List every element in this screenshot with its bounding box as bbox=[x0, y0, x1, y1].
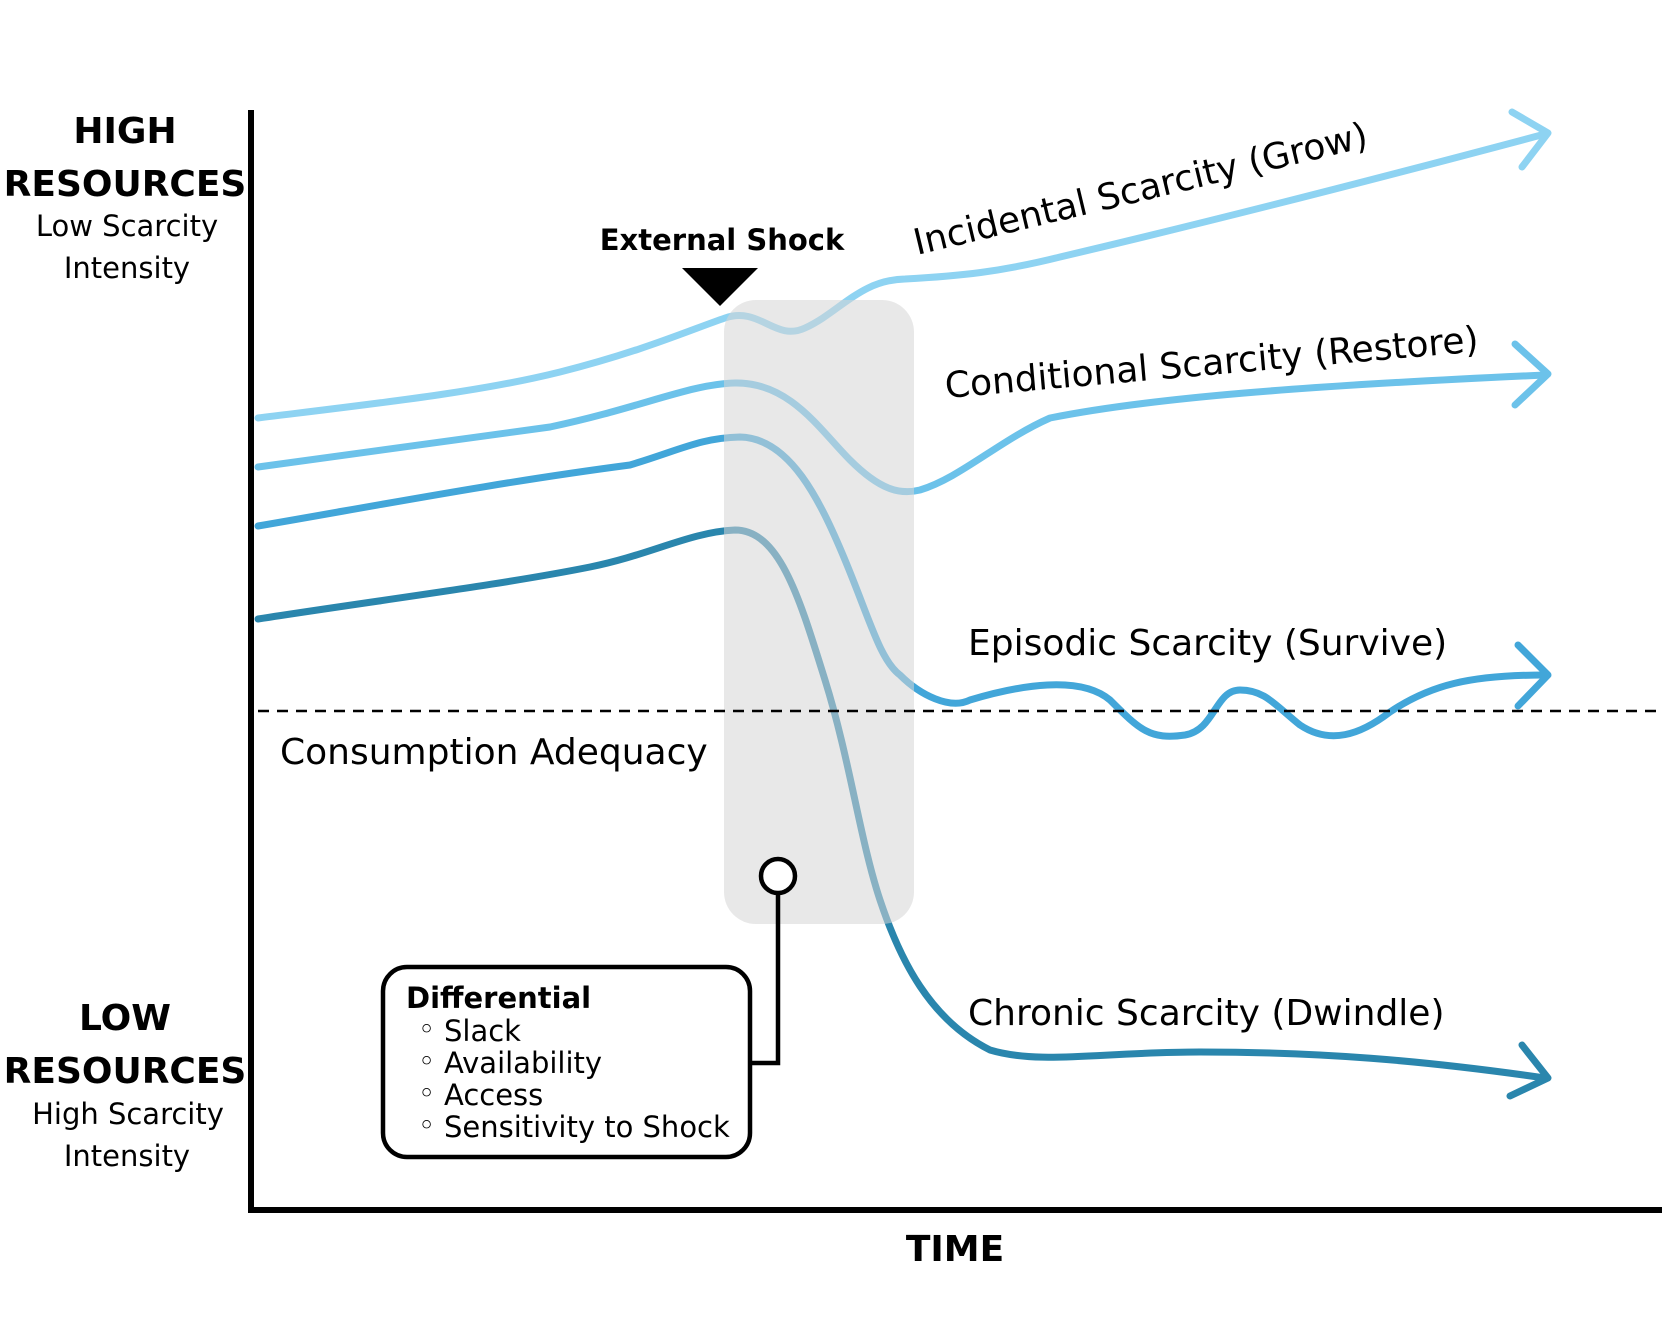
y-top-title-line1: HIGH bbox=[73, 111, 176, 152]
callout-pin-icon bbox=[758, 856, 798, 896]
arrowhead-incidental bbox=[1508, 108, 1552, 171]
differential-list: ◦ Slack ◦ Availability ◦ Access ◦ Sensit… bbox=[418, 1012, 730, 1144]
differential-bullet-icon: ◦ bbox=[418, 1012, 435, 1046]
differential-item: Access bbox=[444, 1078, 543, 1112]
label-chronic: Chronic Scarcity (Dwindle) bbox=[968, 993, 1445, 1034]
y-top-sub-line1: Low Scarcity bbox=[36, 209, 218, 243]
label-incidental: Incidental Scarcity (Grow) bbox=[910, 115, 1372, 264]
differential-box bbox=[380, 964, 753, 1160]
y-bottom-sub-line1: High Scarcity bbox=[32, 1097, 224, 1131]
differential-item: Slack bbox=[444, 1014, 521, 1048]
shock-window bbox=[724, 300, 914, 924]
differential-bullet-icon: ◦ bbox=[418, 1076, 435, 1110]
y-bottom-sub-line2: Intensity bbox=[64, 1139, 190, 1173]
y-top-title-line2: RESOURCES bbox=[4, 164, 247, 205]
differential-item: Availability bbox=[444, 1046, 602, 1080]
differential-callout: Differential ◦ Slack ◦ Availability ◦ Ac… bbox=[380, 856, 798, 1160]
arrowhead-conditional bbox=[1511, 340, 1552, 409]
shock-marker-icon bbox=[682, 268, 758, 306]
label-episodic: Episodic Scarcity (Survive) bbox=[968, 623, 1447, 664]
callout-connector bbox=[750, 893, 781, 1066]
curve-episodic bbox=[254, 433, 1549, 740]
y-axis-bottom-label: LOW RESOURCES High Scarcity Intensity bbox=[4, 998, 247, 1173]
shock-label: External Shock bbox=[600, 223, 845, 257]
differential-item: Sensitivity to Shock bbox=[444, 1110, 730, 1144]
differential-bullet-icon: ◦ bbox=[418, 1044, 435, 1078]
differential-title: Differential bbox=[406, 981, 591, 1015]
differential-bullet-icon: ◦ bbox=[418, 1108, 435, 1142]
consumption-adequacy-label: Consumption Adequacy bbox=[280, 732, 708, 773]
y-bottom-title-line2: RESOURCES bbox=[4, 1051, 247, 1092]
y-top-sub-line2: Intensity bbox=[64, 251, 190, 285]
x-axis-label: TIME bbox=[906, 1229, 1004, 1270]
arrowhead-chronic bbox=[1506, 1041, 1552, 1100]
arrowhead-episodic bbox=[1514, 641, 1552, 710]
y-bottom-title-line1: LOW bbox=[79, 998, 171, 1039]
y-axis-top-label: HIGH RESOURCES Low Scarcity Intensity bbox=[4, 111, 247, 285]
